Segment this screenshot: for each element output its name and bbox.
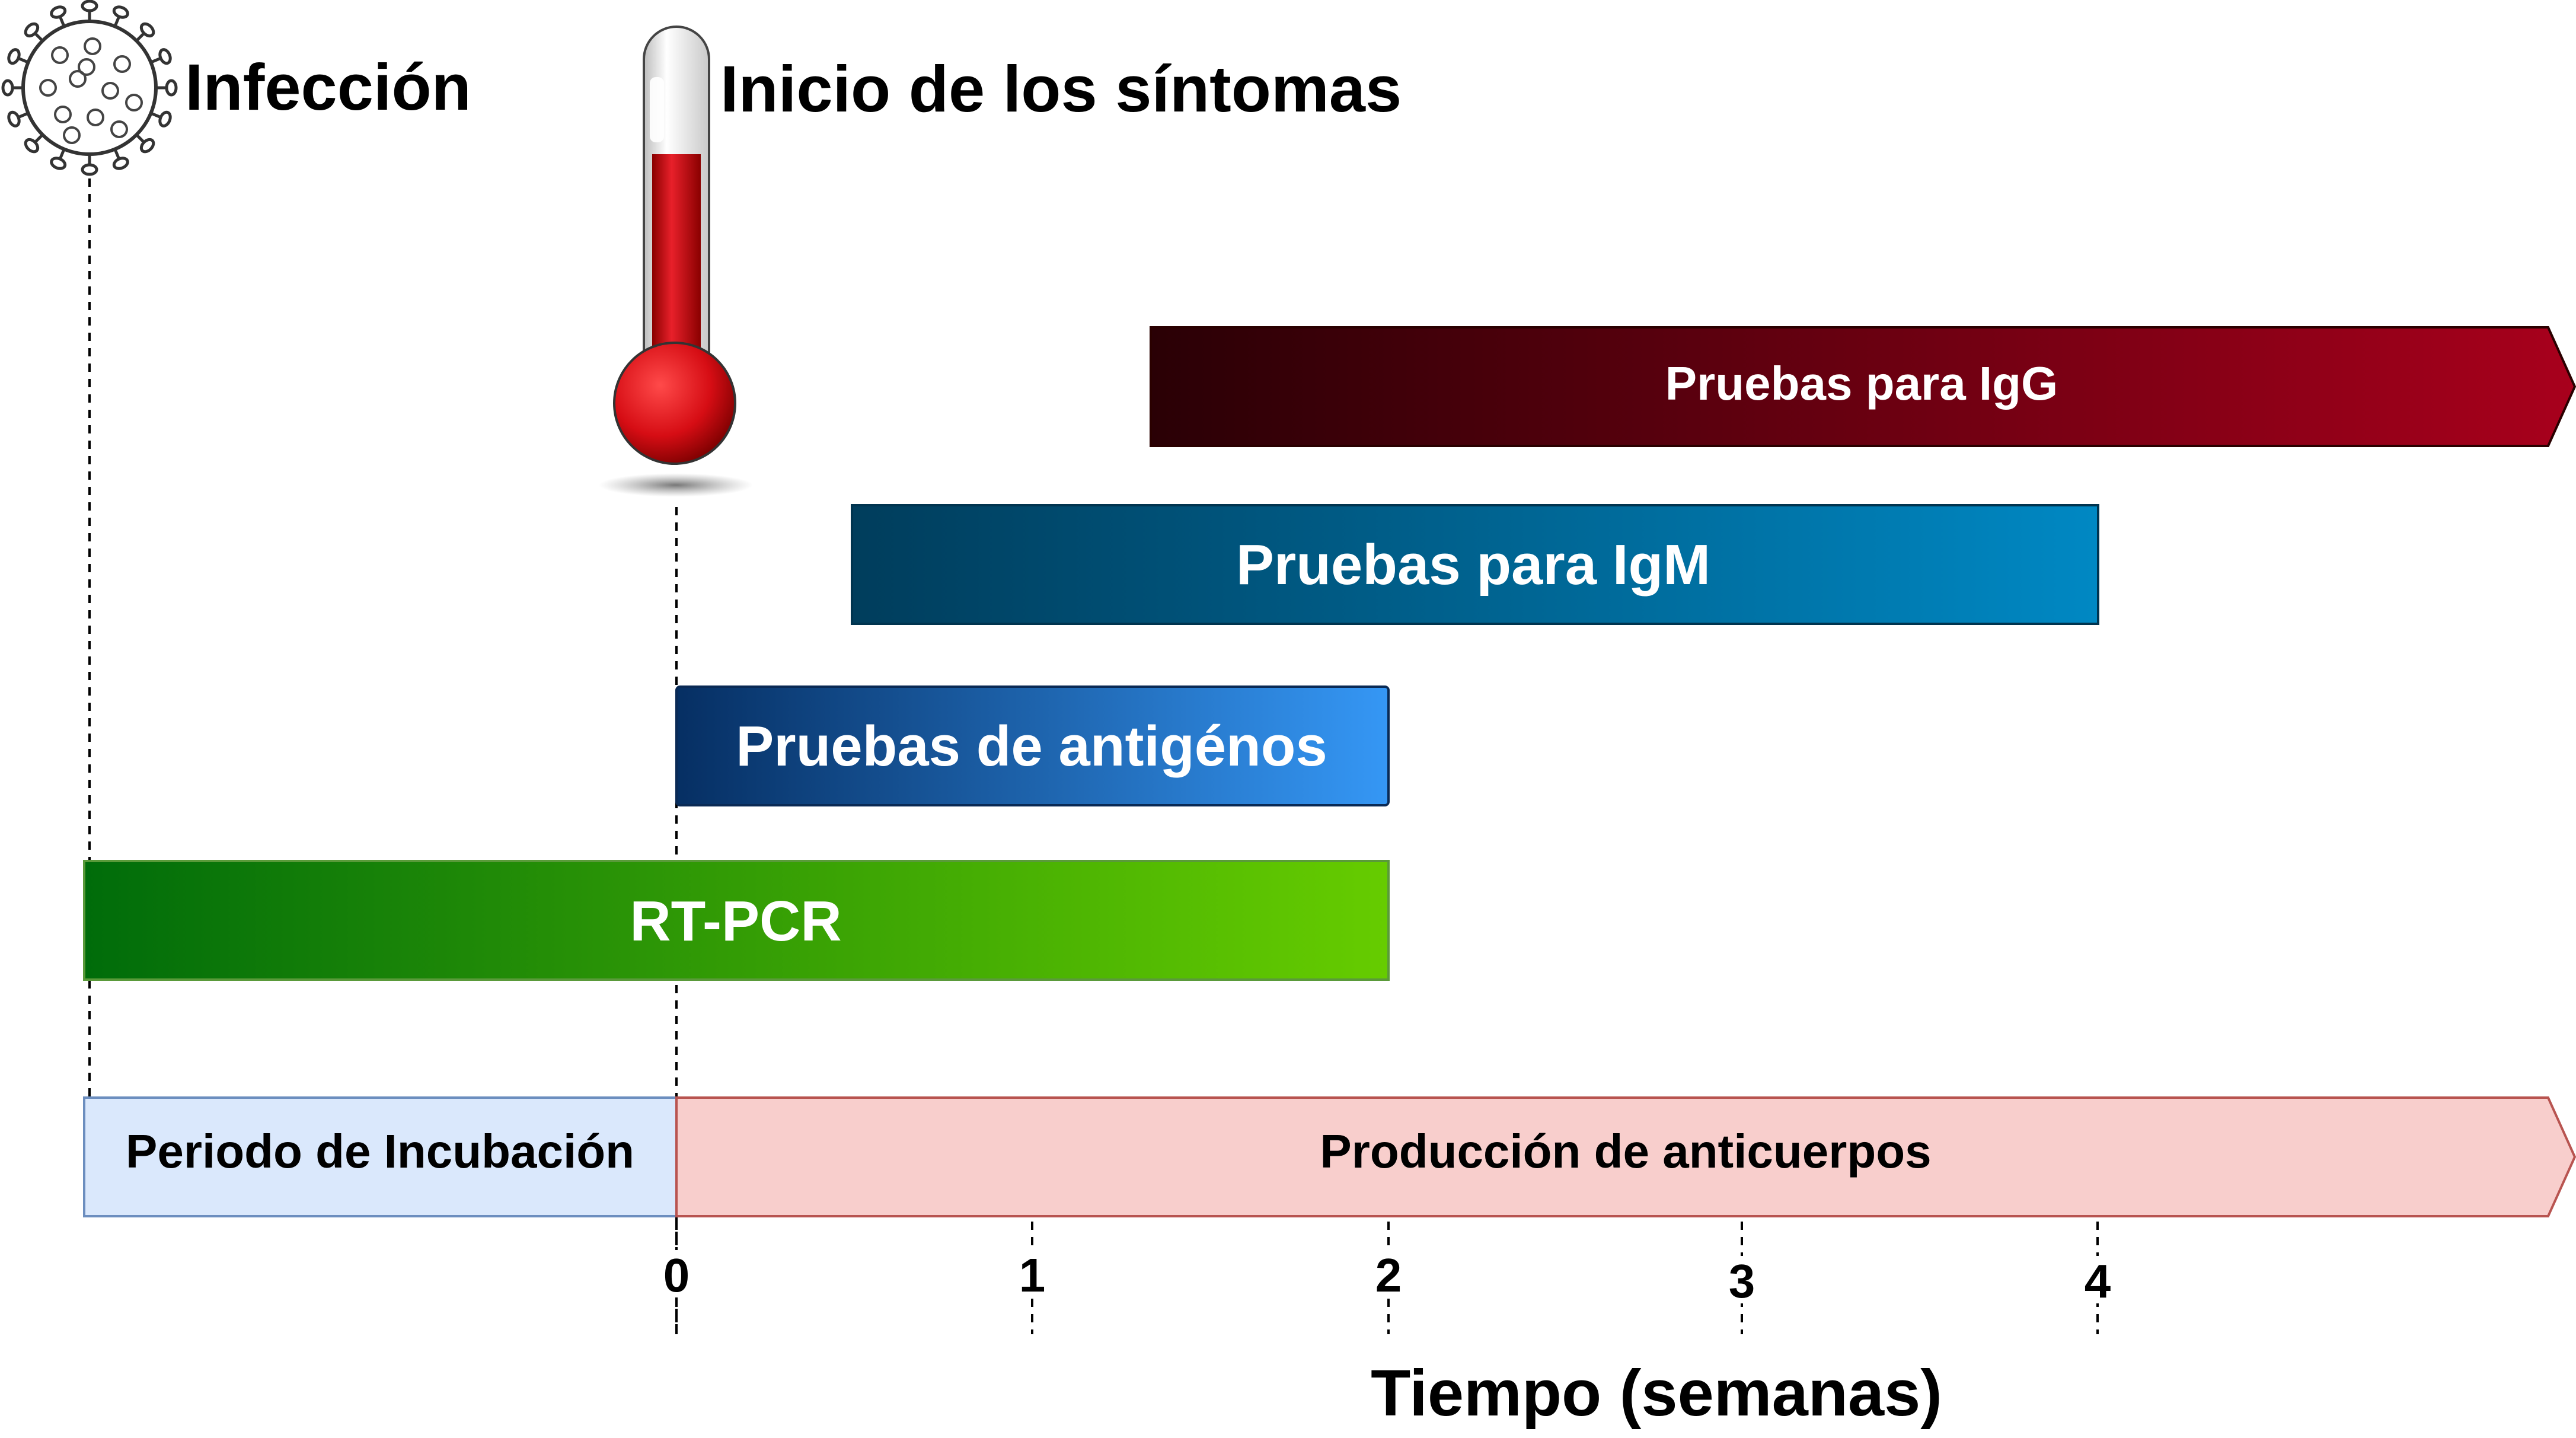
thermometer-icon: [599, 25, 753, 497]
igg-bar-label: Pruebas para IgG: [1665, 357, 2058, 410]
tick-label-1: 1: [1019, 1249, 1046, 1302]
tick-label-4: 4: [2085, 1255, 2111, 1308]
antibody-production-bar: Producción de anticuerpos: [675, 1096, 2576, 1217]
antibody-production-shape: [675, 1096, 2576, 1217]
antigen-bar-label: Pruebas de antigénos: [736, 715, 1327, 778]
tick-label-2: 2: [1375, 1249, 1402, 1302]
tick-label-3: 3: [1729, 1255, 1755, 1308]
tick-label-0: 0: [663, 1249, 690, 1302]
antigen-bar-shape: [675, 685, 1390, 806]
axis-title: Tiempo (semanas): [1371, 1357, 1942, 1430]
igm-bar-shape: [851, 504, 2099, 625]
virus-icon: [1, 0, 178, 176]
rtpcr-bar-shape: [83, 860, 1390, 981]
rtpcr-bar-label: RT-PCR: [630, 889, 841, 953]
igg-bar-shape: [1150, 326, 2576, 447]
time-axis: 0 1 2 3 4 Tiempo (semanas): [659, 1222, 2115, 1430]
igg-test-bar: Pruebas para IgG: [1150, 326, 2576, 447]
antibody-production-label: Producción de anticuerpos: [1320, 1125, 1931, 1178]
infection-label: Infección: [185, 51, 471, 124]
igm-test-bar: Pruebas para IgM: [851, 504, 2099, 625]
rtpcr-test-bar: RT-PCR: [83, 860, 1390, 981]
symptom-onset-label: Inicio de los síntomas: [720, 53, 1402, 126]
antigen-test-bar: Pruebas de antigénos: [675, 685, 1390, 806]
incubation-period-shape: [83, 1096, 678, 1217]
incubation-period-bar: Periodo de Incubación: [83, 1096, 678, 1217]
igm-bar-label: Pruebas para IgM: [1236, 533, 1710, 597]
incubation-period-label: Periodo de Incubación: [126, 1125, 634, 1178]
